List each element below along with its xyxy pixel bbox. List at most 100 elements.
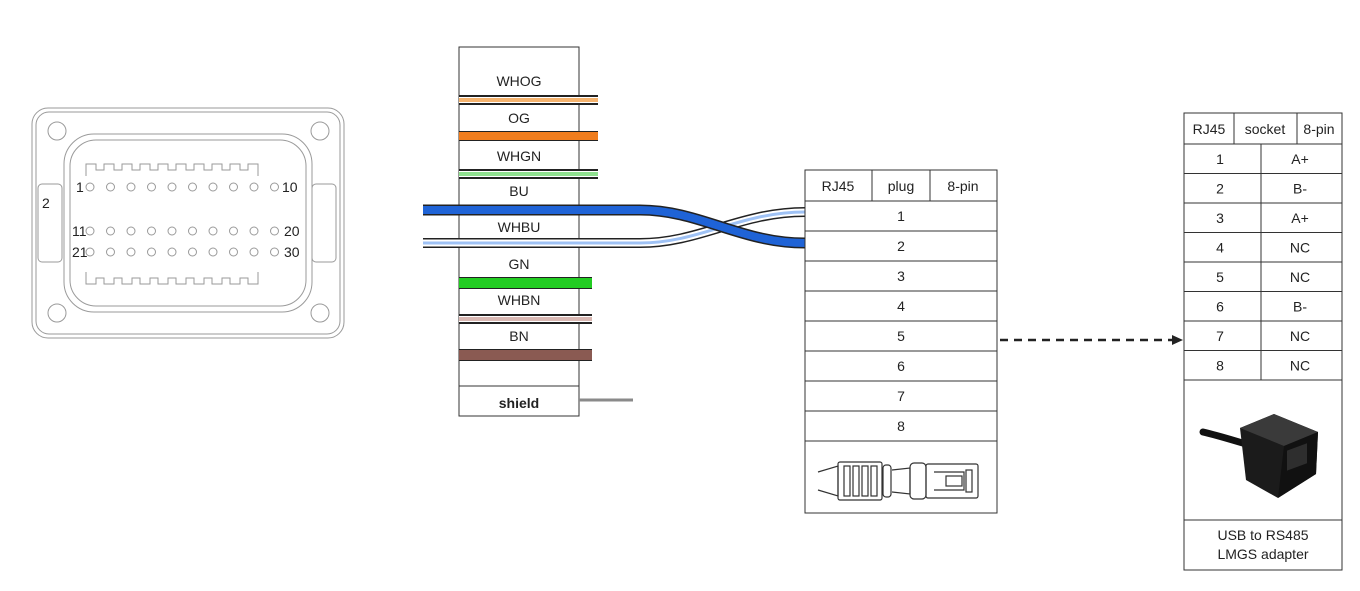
socket-header-pins: 8-pin bbox=[1303, 121, 1334, 137]
wire-stripe-whbn bbox=[459, 314, 592, 324]
pin-hole bbox=[85, 247, 95, 257]
adapter-caption-line2: LMGS adapter bbox=[1217, 546, 1308, 562]
usb-rs485-adapter-image bbox=[1199, 414, 1318, 498]
socket-pin-signal: B- bbox=[1293, 299, 1307, 315]
pin-hole bbox=[229, 247, 238, 257]
socket-pin-signal: NC bbox=[1290, 240, 1310, 256]
plug-pin-number: 8 bbox=[897, 418, 905, 434]
pin-hole bbox=[188, 247, 197, 257]
key-ridge-top bbox=[85, 163, 259, 176]
wire-stripe-whog bbox=[459, 95, 598, 105]
socket-pin-number: 4 bbox=[1216, 240, 1224, 256]
mount-hole-bottom-left bbox=[47, 303, 67, 323]
wire-label-bu: BU bbox=[509, 183, 528, 199]
plug-pin-number: 7 bbox=[897, 388, 905, 404]
pin-hole bbox=[167, 247, 177, 257]
shield-label: shield bbox=[499, 395, 539, 411]
pin-hole bbox=[85, 226, 95, 236]
socket-pin-number: 3 bbox=[1216, 210, 1224, 226]
socket-pin-signal: NC bbox=[1290, 328, 1310, 344]
pin-hole bbox=[208, 226, 218, 236]
wire-stripe-gn bbox=[459, 277, 592, 289]
pin-hole bbox=[147, 226, 156, 236]
plug-header-kind: plug bbox=[888, 178, 914, 194]
pin-hole bbox=[126, 247, 136, 257]
socket-pin-signal: A+ bbox=[1291, 151, 1309, 167]
plug-pin-number: 3 bbox=[897, 268, 905, 284]
socket-header-type: RJ45 bbox=[1193, 121, 1226, 137]
wire-label-whog: WHOG bbox=[496, 73, 541, 89]
connector-body-inner bbox=[69, 139, 307, 307]
wire-label-whbn: WHBN bbox=[498, 292, 541, 308]
pin-hole bbox=[249, 182, 259, 192]
socket-pin-signal: B- bbox=[1293, 181, 1307, 197]
pin-hole bbox=[229, 226, 238, 236]
socket-pin-number: 8 bbox=[1216, 358, 1224, 374]
pin-hole bbox=[106, 182, 115, 192]
connector-inner-outline bbox=[35, 111, 341, 335]
socket-table-border bbox=[1183, 112, 1343, 571]
pin-label-row1-end: 10 bbox=[282, 179, 298, 195]
pin-hole bbox=[126, 182, 136, 192]
socket-pin-signal: NC bbox=[1290, 358, 1310, 374]
pin-label-row3-end: 30 bbox=[284, 244, 300, 260]
socket-pin-number: 2 bbox=[1216, 181, 1224, 197]
plug-header-pins: 8-pin bbox=[947, 178, 978, 194]
mount-hole-bottom-right bbox=[310, 303, 330, 323]
pin-hole bbox=[208, 247, 218, 257]
socket-pin-number: 5 bbox=[1216, 269, 1224, 285]
plug-pin-number: 6 bbox=[897, 358, 905, 374]
pin-hole bbox=[147, 247, 156, 257]
pin-hole bbox=[270, 182, 279, 192]
pin-hole bbox=[270, 226, 279, 236]
pin-hole bbox=[85, 182, 95, 192]
plug-pin-number: 4 bbox=[897, 298, 905, 314]
socket-pin-number: 7 bbox=[1216, 328, 1224, 344]
connector-pin-holes bbox=[85, 182, 279, 257]
socket-pin-number: 1 bbox=[1216, 151, 1224, 167]
key-ridge-bottom bbox=[85, 272, 259, 285]
cable-wire-table: WHOG OG WHGN BU WHBU GN WHBN BN shield bbox=[458, 46, 633, 417]
mount-hole-top-left bbox=[47, 121, 67, 141]
pin-hole bbox=[167, 182, 177, 192]
socket-pin-signal: A+ bbox=[1291, 210, 1309, 226]
pin-label-row1-start: 1 bbox=[76, 179, 84, 195]
wire-label-bn: BN bbox=[509, 328, 528, 344]
pin-hole bbox=[188, 182, 197, 192]
pin-hole bbox=[270, 247, 279, 257]
twisted-pair-bu-whbu bbox=[423, 204, 806, 249]
pin-hole bbox=[249, 226, 259, 236]
pin-hole bbox=[106, 226, 115, 236]
connector-body bbox=[63, 133, 313, 313]
connector-drawing bbox=[31, 107, 345, 339]
socket-header-kind: socket bbox=[1245, 121, 1286, 137]
socket-pin-number: 6 bbox=[1216, 299, 1224, 315]
pin-hole bbox=[229, 182, 238, 192]
pin-hole bbox=[147, 182, 156, 192]
pin-hole bbox=[249, 247, 259, 257]
side-mark-label: 2 bbox=[42, 195, 50, 211]
pin-label-row2-end: 20 bbox=[284, 223, 300, 239]
pin-hole bbox=[167, 226, 177, 236]
pin-hole bbox=[126, 226, 136, 236]
plug-pin-number: 2 bbox=[897, 238, 905, 254]
wire-label-gn: GN bbox=[509, 256, 530, 272]
rj45-plug-icon bbox=[817, 461, 979, 501]
latch-left bbox=[37, 183, 63, 263]
wire-stripe-bn bbox=[459, 349, 592, 361]
pin-label-row2-start: 11 bbox=[72, 223, 87, 239]
pin-hole bbox=[188, 226, 197, 236]
pin-hole bbox=[106, 247, 115, 257]
latch-right bbox=[311, 183, 337, 263]
pin-label-row3-start: 21 bbox=[72, 244, 88, 260]
connection-arrow-head bbox=[1172, 335, 1183, 345]
wire-label-whbu: WHBU bbox=[498, 219, 541, 235]
wire-label-og: OG bbox=[508, 110, 530, 126]
plug-pin-number: 5 bbox=[897, 328, 905, 344]
plug-table-border bbox=[804, 169, 998, 514]
wire-stripe-whgn bbox=[459, 169, 598, 179]
